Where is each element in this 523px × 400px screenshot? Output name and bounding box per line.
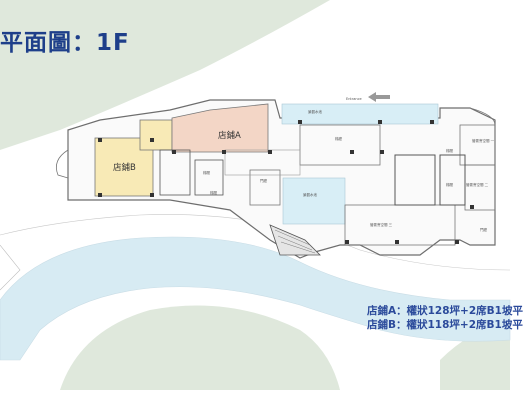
stair-core-mid: [194, 159, 224, 196]
hall-3-label: 管委會空間 三: [370, 222, 393, 227]
landscape-green-bottom: [60, 305, 340, 390]
river: [0, 236, 511, 361]
store-b-label: 店鋪B: [113, 162, 136, 173]
hall-2-label: 管委會空間 二: [466, 182, 489, 187]
door-2-label: 門廳: [480, 227, 488, 232]
lobby-label: 梯廳: [335, 136, 343, 141]
site-outline-2: [0, 244, 21, 291]
ramp: [269, 224, 321, 256]
store-a-label: 店鋪A: [218, 130, 241, 141]
door-hall-1-room: [249, 169, 281, 206]
stair-3-label: 梯間: [203, 170, 210, 175]
corridor: [224, 149, 301, 176]
legend-store-b: 店鋪B：權狀118坪+2席B1坡平: [367, 319, 523, 331]
stair-core-right: [394, 154, 436, 206]
entrance-label: Entrance: [346, 97, 362, 101]
balcony-right: [469, 107, 496, 126]
water-feature-top: [281, 103, 439, 125]
entrance-arrow: [368, 92, 390, 102]
stair-1-label: 梯間: [446, 148, 454, 153]
lobby-room: [299, 124, 381, 166]
ramp-lines: [274, 229, 316, 254]
stair-core-right-2: [439, 154, 466, 206]
hall-1-label: 管委會空間 一: [472, 138, 495, 143]
legend-store-a: 店鋪A：權狀128坪+2席B1坡平: [367, 305, 523, 317]
store-b-upper: [139, 119, 173, 151]
water-feature-center: [282, 177, 346, 225]
door-1-label: 門廳: [260, 178, 268, 183]
store-a-area[interactable]: [171, 103, 269, 153]
stair-2-label: 梯間: [446, 182, 454, 187]
stair-4-label: 梯間: [210, 190, 217, 195]
floor-plan: 店鋪A 店鋪B Entrance 景觀水池 景觀水池 梯廳 門廳 門廳 管委會空…: [0, 0, 511, 390]
balcony-left: [55, 149, 69, 179]
page-title: 平面圖：1F: [0, 30, 130, 56]
landscape-green-top: [0, 0, 330, 150]
water-center-label: 景觀水池: [303, 192, 317, 197]
pillars: [98, 120, 474, 244]
water-top-label: 景觀水池: [308, 109, 322, 114]
